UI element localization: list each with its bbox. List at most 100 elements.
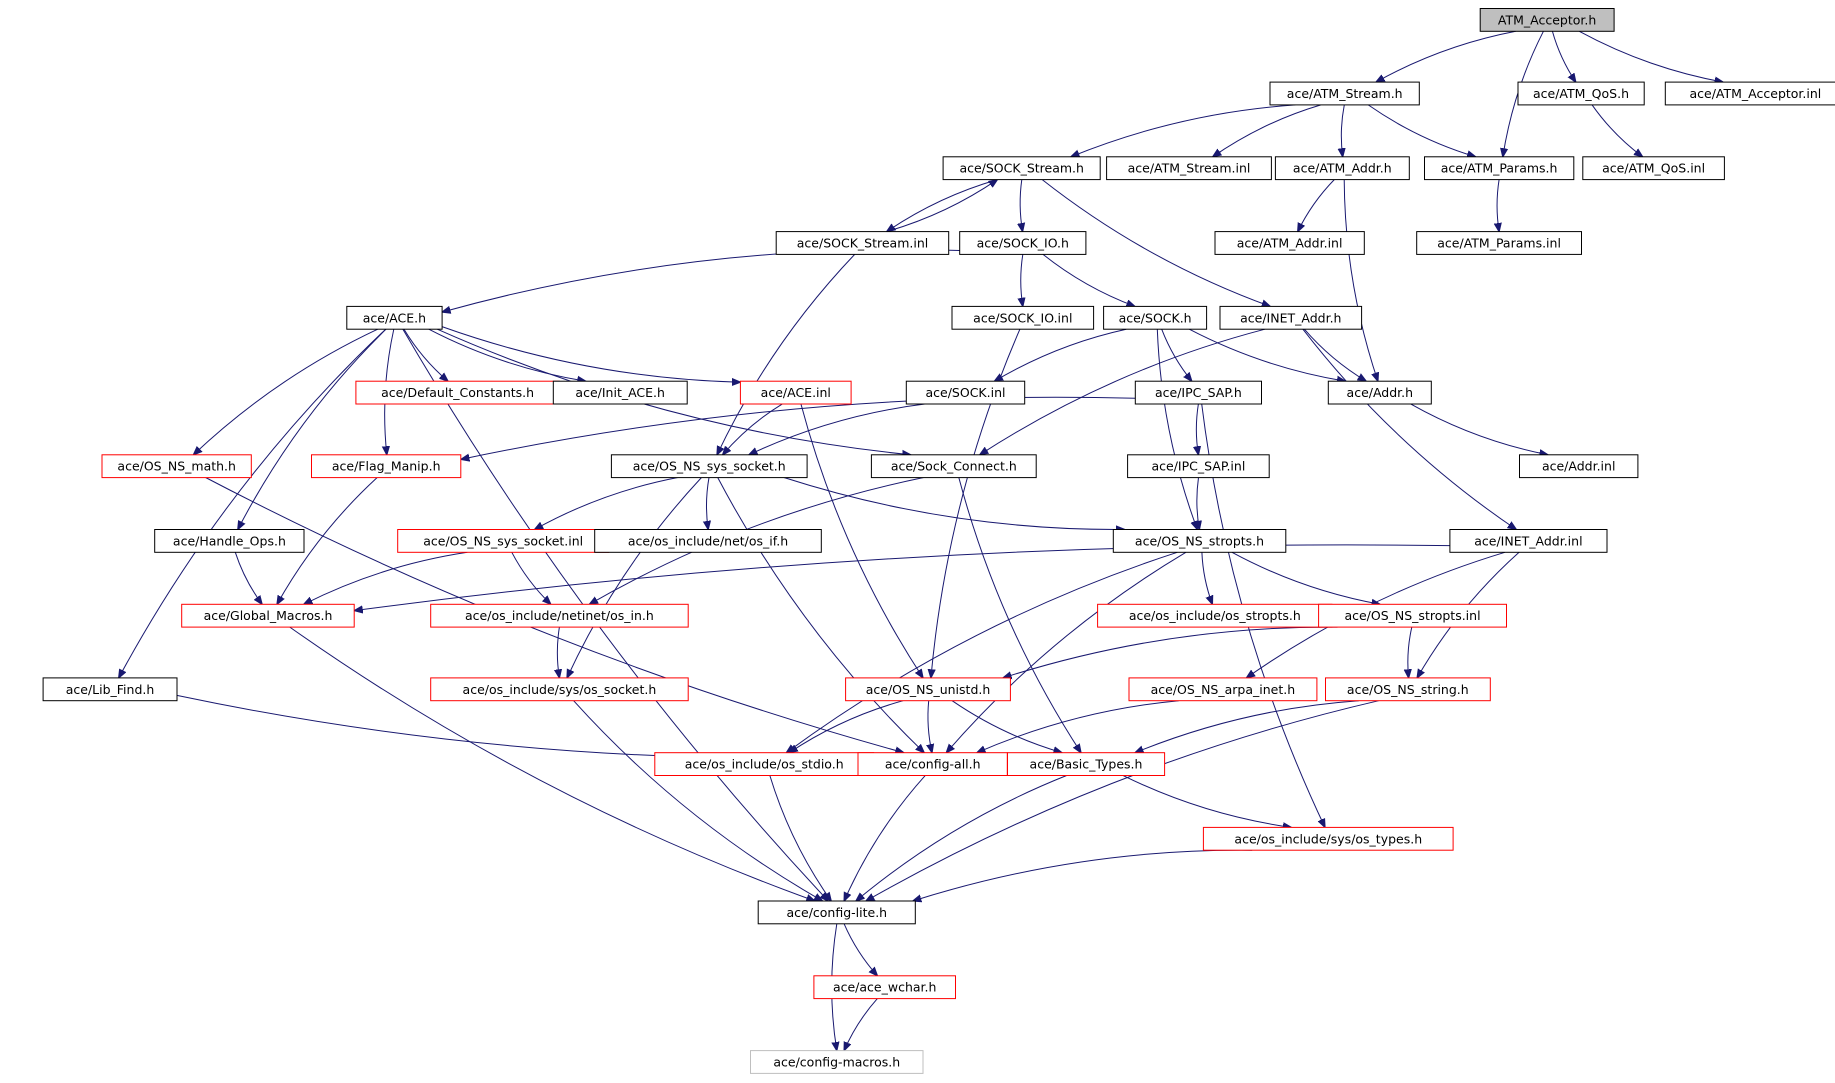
node-ace-os-include-os-stdio-h[interactable]: ace/os_include/os_stdio.h xyxy=(654,752,875,777)
node-ace-atm-params-inl[interactable]: ace/ATM_Params.inl xyxy=(1416,231,1582,255)
node-box xyxy=(1519,454,1639,479)
node-ace-os-include-sys-os-socket-h[interactable]: ace/os_include/sys/os_socket.h xyxy=(430,677,689,702)
node-ace-atm-params-h[interactable]: ace/ATM_Params.h xyxy=(1424,156,1575,181)
node-ace-ace-h[interactable]: ace/ACE.h xyxy=(346,305,443,330)
node-atm-acceptor-h[interactable]: ATM_Acceptor.h xyxy=(1479,8,1615,32)
node-layer: ATM_Acceptor.h ace/ATM_Stream.h ace/ATM_Qo… xyxy=(42,8,1835,1074)
edge-n47-n48 xyxy=(843,923,877,976)
edge-n20-n25 xyxy=(749,403,926,455)
edge-n33-n34 xyxy=(354,544,1450,611)
edge-n1-n6 xyxy=(1341,104,1344,157)
node-ace-os-ns-unistd-h[interactable]: ace/OS_NS_unistd.h xyxy=(845,677,1011,702)
node-ace-atm-addr-h[interactable]: ace/ATM_Addr.h xyxy=(1274,156,1410,181)
node-label: ace/OS_NS_sys_socket.inl xyxy=(423,533,583,548)
edge-n40-n43 xyxy=(789,700,904,753)
edge-n0-n2 xyxy=(1551,31,1575,82)
node-ace-os-include-os-stropts-h[interactable]: ace/os_include/os_stropts.h xyxy=(1097,603,1333,628)
node-label: ace/OS_NS_arpa_inet.h xyxy=(1151,682,1296,697)
edge-n43-n47 xyxy=(769,775,831,901)
node-label: ace/Basic_Types.h xyxy=(1030,757,1143,772)
node-ace-sock-stream-inl[interactable]: ace/SOCK_Stream.inl xyxy=(775,231,950,255)
node-ace-os-include-net-os-if-h[interactable]: ace/os_include/net/os_if.h xyxy=(594,529,822,553)
node-ace-sock-stream-h[interactable]: ace/SOCK_Stream.h xyxy=(942,156,1101,181)
edge-n1-n5 xyxy=(1213,104,1322,157)
node-ace-lib-find-h[interactable]: ace/Lib_Find.h xyxy=(42,677,178,702)
node-ace-handle-ops-h[interactable]: ace/Handle_Ops.h xyxy=(154,529,305,553)
edge-n29-n34 xyxy=(234,552,262,604)
node-ace-os-ns-string-h[interactable]: ace/OS_NS_string.h xyxy=(1325,677,1491,702)
node-label: ace/config-macros.h xyxy=(773,1055,900,1070)
node-label: ace/os_include/netinet/os_in.h xyxy=(465,608,654,623)
node-ace-sock-h[interactable]: ace/SOCK.h xyxy=(1103,305,1208,330)
node-ace-os-include-sys-os-types-h[interactable]: ace/os_include/sys/os_types.h xyxy=(1202,826,1454,851)
node-ace-addr-inl[interactable]: ace/Addr.inl xyxy=(1519,454,1639,479)
node-box xyxy=(1269,81,1420,106)
node-box xyxy=(845,677,1011,702)
node-ace-sock-connect-h[interactable]: ace/Sock_Connect.h xyxy=(870,454,1037,479)
node-box xyxy=(1134,380,1263,405)
node-label: ace/OS_NS_stropts.inl xyxy=(1344,608,1480,623)
node-box xyxy=(757,900,916,925)
edge-n39-n47 xyxy=(573,700,823,901)
node-box xyxy=(181,603,355,628)
node-ace-ace-inl[interactable]: ace/ACE.inl xyxy=(739,380,852,405)
edge-n19-n25 xyxy=(723,403,783,455)
edge-n15-n32 xyxy=(1156,329,1197,529)
node-label: ATM_Acceptor.h xyxy=(1498,12,1596,27)
node-box xyxy=(1479,8,1615,32)
node-ace-os-include-netinet-os-in-h[interactable]: ace/os_include/netinet/os_in.h xyxy=(430,603,689,628)
edge-n27-n32 xyxy=(1197,477,1200,530)
node-box xyxy=(1449,529,1608,553)
node-ace-inet-addr-inl[interactable]: ace/INET_Addr.inl xyxy=(1449,529,1608,553)
node-ace-sock-inl[interactable]: ace/SOCK.inl xyxy=(905,380,1026,405)
edge-n10-n13 xyxy=(442,249,960,313)
edge-n26-n35 xyxy=(589,477,924,605)
node-label: ace/SOCK_Stream.inl xyxy=(797,236,928,251)
node-ace-global-macros-h[interactable]: ace/Global_Macros.h xyxy=(181,603,355,628)
node-ace-os-ns-sys-socket-inl[interactable]: ace/OS_NS_sys_socket.inl xyxy=(397,529,610,553)
node-box xyxy=(942,156,1101,181)
node-ace-ace-wchar-h[interactable]: ace/ace_wchar.h xyxy=(813,975,957,1000)
node-ace-config-all-h[interactable]: ace/config-all.h xyxy=(857,752,1008,777)
node-ace-atm-stream-inl[interactable]: ace/ATM_Stream.inl xyxy=(1106,156,1272,181)
node-ace-ipc-sap-inl[interactable]: ace/IPC_SAP.inl xyxy=(1127,454,1270,479)
node-ace-atm-qos-inl[interactable]: ace/ATM_QoS.inl xyxy=(1582,156,1725,181)
node-ace-os-ns-sys-socket-h[interactable]: ace/OS_NS_sys_socket.h xyxy=(610,454,808,479)
node-label: ace/SOCK_IO.inl xyxy=(973,310,1072,325)
node-ace-inet-addr-h[interactable]: ace/INET_Addr.h xyxy=(1219,305,1363,330)
node-ace-config-lite-h[interactable]: ace/config-lite.h xyxy=(757,900,916,925)
node-label: ace/ATM_Addr.h xyxy=(1293,161,1392,176)
node-ace-atm-stream-h[interactable]: ace/ATM_Stream.h xyxy=(1269,81,1420,106)
edge-n4-n9 xyxy=(887,179,998,232)
edge-n4-n16 xyxy=(1041,179,1270,307)
node-ace-os-ns-arpa-inet-h[interactable]: ace/OS_NS_arpa_inet.h xyxy=(1128,677,1318,702)
node-ace-sock-io-h[interactable]: ace/SOCK_IO.h xyxy=(959,231,1087,255)
node-ace-os-ns-stropts-inl[interactable]: ace/OS_NS_stropts.inl xyxy=(1318,603,1507,628)
node-ace-atm-addr-inl[interactable]: ace/ATM_Addr.inl xyxy=(1214,231,1365,255)
node-box xyxy=(1103,305,1208,330)
node-box xyxy=(430,677,689,702)
node-ace-os-ns-stropts-h[interactable]: ace/OS_NS_stropts.h xyxy=(1112,529,1287,553)
node-box xyxy=(430,603,689,628)
node-ace-init-ace-h[interactable]: ace/Init_ACE.h xyxy=(552,380,688,405)
node-label: ace/os_include/sys/os_types.h xyxy=(1234,831,1422,846)
node-label: ace/ACE.inl xyxy=(761,385,831,400)
node-box xyxy=(101,454,252,479)
edge-n15-n22 xyxy=(1189,328,1345,381)
node-ace-atm-qos-h[interactable]: ace/ATM_QoS.h xyxy=(1517,81,1645,106)
edge-n42-n47 xyxy=(866,700,1379,901)
node-ace-atm-acceptor-inl[interactable]: ace/ATM_Acceptor.inl xyxy=(1664,81,1835,106)
edge-n35-n39 xyxy=(557,627,559,678)
node-ace-flag-manip-h[interactable]: ace/Flag_Manip.h xyxy=(311,454,462,479)
node-ace-ipc-sap-h[interactable]: ace/IPC_SAP.h xyxy=(1134,380,1263,405)
node-ace-addr-h[interactable]: ace/Addr.h xyxy=(1327,380,1432,405)
edge-n0-n3 xyxy=(1579,30,1723,82)
node-ace-config-macros-h[interactable]: ace/config-macros.h xyxy=(750,1050,924,1074)
node-label: ace/ATM_QoS.h xyxy=(1533,86,1629,101)
node-ace-basic-types-h[interactable]: ace/Basic_Types.h xyxy=(1007,752,1166,777)
edge-n1-n4 xyxy=(1071,104,1296,157)
node-label: ace/SOCK_Stream.h xyxy=(959,161,1084,176)
node-ace-default-constants-h[interactable]: ace/Default_Constants.h xyxy=(355,380,560,405)
node-ace-sock-io-inl[interactable]: ace/SOCK_IO.inl xyxy=(951,305,1095,330)
node-ace-os-ns-math-h[interactable]: ace/OS_NS_math.h xyxy=(101,454,252,479)
